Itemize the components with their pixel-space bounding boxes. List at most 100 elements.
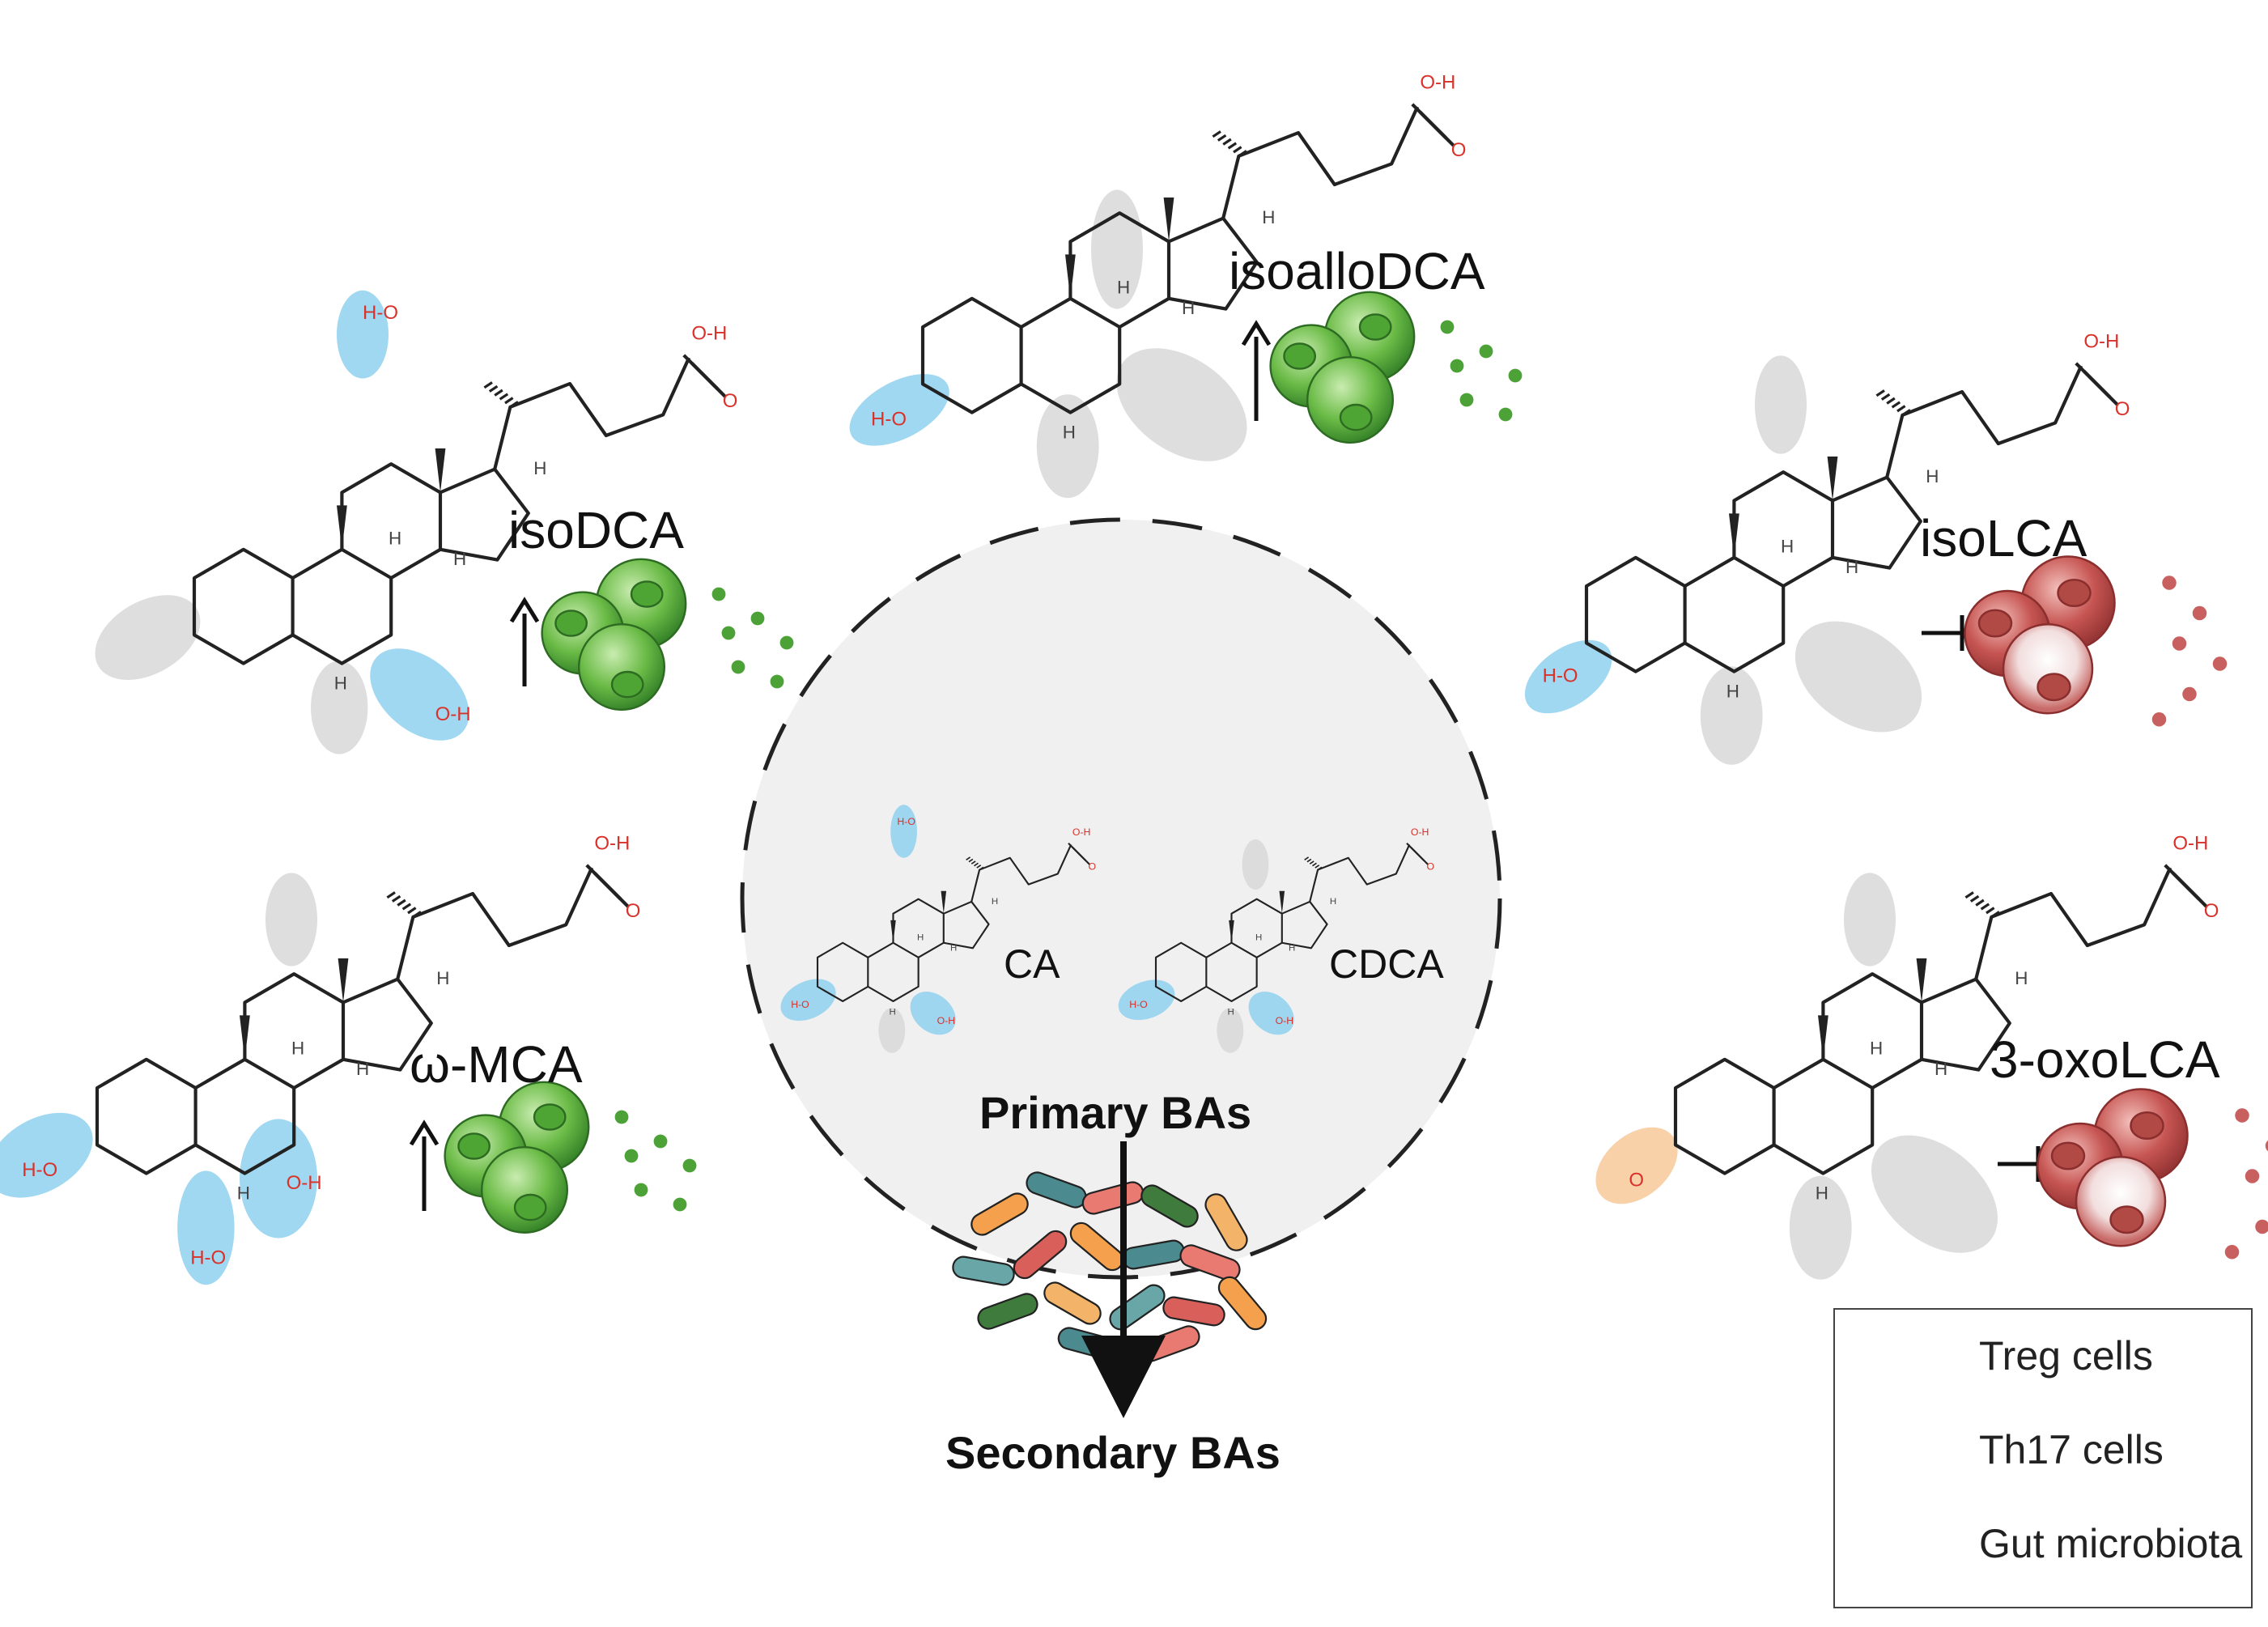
h-atom: H [1289,944,1295,954]
cell-nucleus [2058,580,2091,606]
cytokine-dot [1450,359,1464,373]
cytokine-dot [780,636,794,650]
substituent-label: H-O [1543,665,1578,686]
bacterium-rod [975,1291,1040,1332]
h-atom: H [1182,298,1195,318]
methyl-wedge [1917,958,1927,1002]
cell-nucleus [2052,1143,2084,1170]
hashed-bond [1971,896,1979,901]
methyl-wedge [1729,513,1739,557]
hashed-bond [484,382,492,387]
h-atom: H [453,549,466,569]
substituent-highlight [1755,355,1807,454]
increase-arrow-isoallodca [1243,324,1269,421]
carboxyl-double-bond [587,865,621,899]
molecule-label-isoallodca: isoalloDCA [1229,241,1485,301]
carboxyl-o: O [723,390,738,412]
cytokine-dot [2255,1220,2268,1234]
hashed-bond [505,398,513,403]
carboxyl-oh: O-H [2172,833,2208,855]
h-atom: H [1845,557,1858,577]
ring-c [1823,974,1922,1088]
h-atom: H [1262,207,1275,227]
cell-nucleus [2038,674,2071,701]
side-chain [1976,868,2170,979]
cytokine-dot [1499,408,1513,422]
bacterium-rod [1215,1273,1271,1334]
substituent-label: O-H [287,1172,322,1194]
substituent-label: O [1629,1170,1644,1192]
substituent-label: H-O [871,409,907,431]
h-atom: H [1870,1038,1883,1058]
cytokine-dot [1460,393,1474,407]
hashed-bond [397,900,406,905]
cell-nucleus [1360,314,1391,339]
legend-label-microbiota: Gut microbiota [1979,1520,2242,1567]
legend-label-treg: Treg cells [1979,1332,2153,1379]
h-atom: H [1816,1183,1828,1204]
h-atom: H [917,932,924,942]
hashed-bond [1876,390,1884,395]
hashed-bond [1986,908,1994,913]
hashed-bond [500,394,508,399]
cytokine-dot [683,1159,697,1173]
ring-b [1685,558,1784,672]
hashed-bond [1897,406,1905,411]
substituent-label: H-O [791,999,809,1010]
conversion-arrow-head [1081,1336,1166,1418]
methyl-wedge [337,505,347,549]
substituent-label: O-H [435,703,471,725]
ring-c [1734,472,1833,586]
methyl-wedge [240,1015,250,1059]
treg-cells-omega-mca [445,1082,697,1233]
hashed-bond [1976,900,1984,905]
cytokine-dot [2182,687,2197,702]
h-atom: H [1117,277,1130,297]
h-atom: H [1781,536,1794,556]
bacterium-rod [1041,1279,1105,1328]
h-atom: H [436,968,449,988]
substituent-highlight [1844,873,1896,966]
carboxyl-o: O [626,900,641,922]
cell-nucleus [1284,343,1315,368]
side-chain [1887,366,2081,478]
hashed-bond [403,904,411,909]
h-atom: H [291,1038,304,1058]
ring-a [97,1060,196,1174]
cytokine-dot [771,675,784,689]
hashed-bond [393,896,401,901]
compound-label-cdca: CDCA [1329,941,1444,988]
cytokine-dot [1441,321,1455,334]
cytokine-dot [2193,606,2207,621]
substituent-highlight [1242,839,1269,890]
legend-label-th17: Th17 cells [1979,1426,2164,1473]
cytokine-dot [1509,369,1523,383]
substituent-highlight [1849,1111,2020,1276]
substituent-label: H-O [1129,999,1148,1010]
cytokine-dot [732,661,745,674]
carboxyl-oh: O-H [2083,331,2119,353]
hashed-bond [1229,143,1237,148]
hashed-bond [1892,402,1901,407]
hashed-bond [495,390,503,395]
substituent-label: H-O [22,1159,57,1181]
carboxyl-double-bond [1412,104,1446,138]
hashed-bond [1218,135,1226,140]
cytokine-dot [635,1183,648,1197]
cell-nucleus [555,610,586,635]
h-atom: H [1330,897,1336,907]
hashed-bond [1981,904,1990,909]
carboxyl-double-bond [2165,865,2199,899]
carboxyl-o: O [1427,861,1435,873]
h-atom: H [950,944,957,954]
cytokine-dot [673,1198,687,1212]
ring-a [1676,1060,1774,1174]
substituent-highlight [890,805,917,858]
h-atom: H [1726,682,1739,702]
bacterium-rod [1106,1281,1168,1334]
h-atom: H [389,528,401,548]
ring-b [1774,1060,1873,1174]
ring-b [293,550,392,664]
substituent-label: H-O [190,1247,226,1269]
